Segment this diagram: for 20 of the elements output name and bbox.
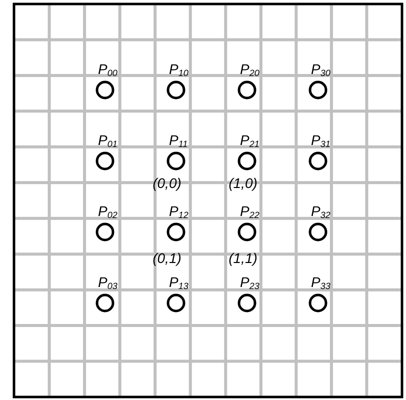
point-label: P$_{30}$ [311,62,330,80]
point-label: P$_{32}$ [311,204,330,222]
point-label: P$_{12}$ [169,204,188,222]
point-label: P$_{03}$ [98,275,118,293]
point-label: P$_{21}$ [240,133,260,151]
point-label: P$_{22}$ [240,204,260,222]
point-label: P$_{20}$ [240,62,260,80]
coordinate-label: (1,0) [228,175,258,191]
point-label: P$_{23}$ [240,275,260,293]
point-label: P$_{00}$ [98,62,118,80]
coordinate-label: (1,1) [228,250,258,266]
coordinate-label: (0,0) [152,175,182,191]
coordinate-label: (0,1) [152,250,182,266]
point-label: P$_{10}$ [169,62,188,80]
point-label: P$_{02}$ [98,204,118,222]
point-label: P$_{33}$ [311,275,330,293]
point-label: P$_{31}$ [311,133,330,151]
point-label: P$_{13}$ [169,275,188,293]
point-label: P$_{01}$ [98,133,118,151]
point-label: P$_{11}$ [169,133,188,151]
